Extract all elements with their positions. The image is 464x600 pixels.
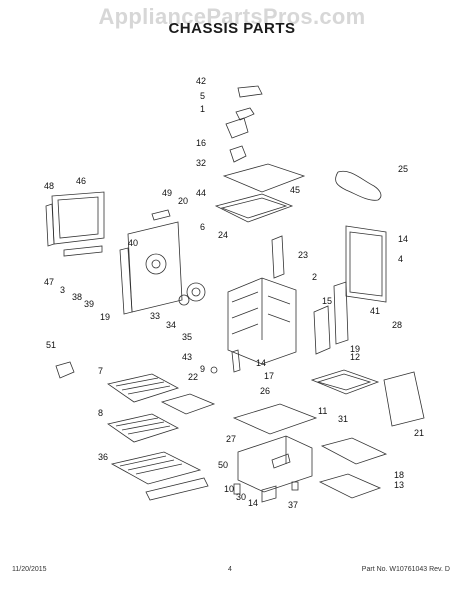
callout: 38 — [72, 292, 82, 302]
vent-elbow — [229, 145, 247, 163]
callout: 41 — [370, 306, 380, 316]
window-glass — [383, 371, 425, 427]
vent-strip — [63, 245, 103, 257]
callout: 6 — [200, 222, 205, 232]
callout: 16 — [196, 138, 206, 148]
convection-fan — [186, 282, 206, 302]
callout: 49 — [162, 188, 172, 198]
callout: 23 — [298, 250, 308, 260]
callout: 30 — [236, 492, 246, 502]
drawer-front — [145, 477, 209, 501]
callout: 21 — [414, 428, 424, 438]
callout: 46 — [76, 176, 86, 186]
callout: 22 — [188, 372, 198, 382]
callout: 18 — [394, 470, 404, 480]
callout-labels: 42 5 1 16 32 45 25 48 46 49 20 44 6 24 2… — [44, 76, 424, 510]
vent-bracket — [235, 107, 255, 121]
callout: 19 — [350, 344, 360, 354]
callout: 14 — [256, 358, 266, 368]
element-cover — [160, 393, 216, 415]
callout: 50 — [218, 460, 228, 470]
watermark: AppliancePartsPros.com — [98, 4, 366, 29]
callout: 15 — [322, 296, 332, 306]
callout: 36 — [98, 452, 108, 462]
label-plate — [151, 209, 171, 221]
callout: 33 — [150, 311, 160, 321]
footer-page: 4 — [228, 566, 232, 573]
warming-drawer — [237, 435, 313, 493]
callout: 37 — [288, 500, 298, 510]
callout: 13 — [394, 480, 404, 490]
callout: 20 — [178, 196, 188, 206]
callout: 17 — [264, 371, 274, 381]
burner-box — [214, 193, 294, 223]
callout: 43 — [182, 352, 192, 362]
glass-panel — [310, 369, 380, 395]
callout: 35 — [182, 332, 192, 342]
vent-duct — [225, 117, 249, 139]
door-frame — [345, 225, 387, 303]
callout: 3 — [60, 285, 65, 295]
callout: 4 — [398, 254, 403, 264]
callout: 47 — [44, 277, 54, 287]
callout: 34 — [166, 320, 176, 330]
callout: 40 — [128, 238, 138, 248]
oven-back-panel — [127, 221, 183, 313]
callout: 31 — [338, 414, 348, 424]
callout: 25 — [398, 164, 408, 174]
callout: 2 — [312, 272, 317, 282]
footer-part-number: Part No. W10761043 Rev. D — [361, 566, 450, 573]
callout: 14 — [398, 234, 408, 244]
callout: 1 — [200, 104, 205, 114]
callout: 32 — [196, 158, 206, 168]
callout: 51 — [46, 340, 56, 350]
callout: 19 — [100, 312, 110, 322]
drawer-rack — [320, 437, 388, 465]
callout: 5 — [200, 91, 205, 101]
callout: 27 — [226, 434, 236, 444]
callout: 9 — [200, 364, 205, 374]
oven-rack — [107, 373, 180, 403]
callout: 48 — [44, 181, 54, 191]
top-panel — [222, 163, 306, 193]
power-cord — [335, 170, 382, 201]
callout: 24 — [218, 230, 228, 240]
callout: 12 — [350, 352, 360, 362]
oven-rack-lower — [107, 413, 180, 443]
callout: 44 — [196, 188, 206, 198]
callout: 39 — [84, 299, 94, 309]
callout: 28 — [392, 320, 402, 330]
hinge-block — [55, 361, 75, 379]
side-panel — [333, 281, 349, 345]
callout: 7 — [98, 366, 103, 376]
callout: 10 — [224, 484, 234, 494]
callout: 45 — [290, 185, 300, 195]
callout: 11 — [318, 406, 327, 416]
page-title: CHASSIS PARTS — [168, 20, 296, 37]
callout: 14 — [248, 498, 258, 508]
broiler-pan — [110, 451, 202, 485]
footer-date: 11/20/2015 — [12, 566, 47, 573]
callout: 26 — [260, 386, 270, 396]
callout: 42 — [196, 76, 206, 86]
vent-cap — [237, 85, 263, 98]
callout: 8 — [98, 408, 103, 418]
